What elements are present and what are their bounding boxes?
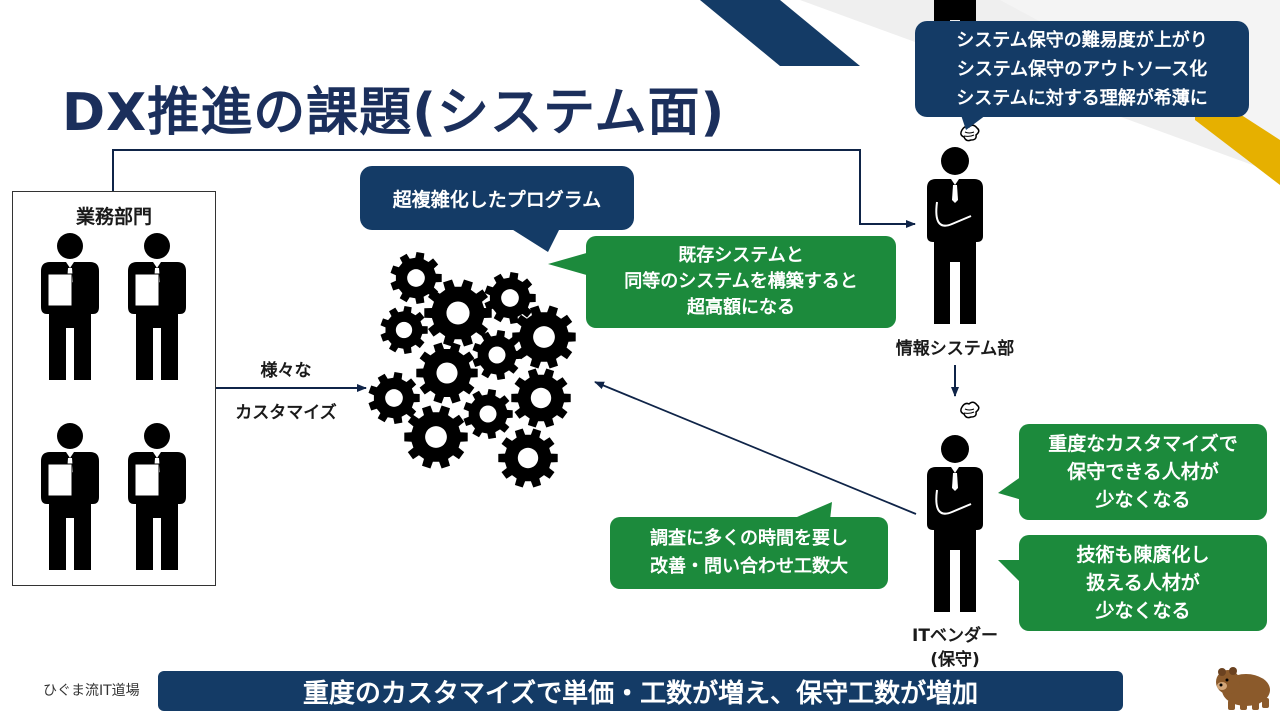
gear-icon bbox=[463, 389, 513, 439]
gear-icon bbox=[390, 252, 442, 304]
gear-icon bbox=[511, 368, 571, 428]
gear-icon bbox=[512, 305, 576, 369]
investigate-bubble: 調査に多くの時間を要し 改善・問い合わせ工数大 bbox=[610, 517, 888, 589]
cost-bubble-line: 同等のシステムを構築すると bbox=[624, 271, 858, 292]
investigate-bubble-line: 改善・問い合わせ工数大 bbox=[650, 556, 848, 577]
gear-icon bbox=[472, 330, 522, 380]
footer-banner: 重度のカスタマイズで単価・工数が増え、保守工数が増加 bbox=[158, 671, 1123, 711]
vendor-label-line1: ITベンダー bbox=[912, 626, 998, 646]
gear-icon bbox=[416, 342, 478, 404]
vendor-bubble2-line: 少なくなる bbox=[1095, 600, 1191, 622]
customize-label-line1: 様々な bbox=[260, 361, 312, 381]
cost-bubble: 既存システムと 同等のシステムを構築すると 超高額になる bbox=[586, 236, 896, 328]
vendor-bubble1-line: 保守できる人材が bbox=[1067, 461, 1219, 483]
is-bubble: システム保守の難易度が上がり システム保守のアウトソース化 システムに対する理解… bbox=[915, 21, 1249, 117]
business-dept-box: 業務部門 bbox=[12, 191, 216, 586]
is-bubble-line: システム保守のアウトソース化 bbox=[956, 58, 1208, 80]
investigate-bubble-line: 調査に多くの時間を要し bbox=[650, 528, 848, 549]
customize-label-line2: カスタマイズ bbox=[235, 403, 337, 423]
vendor-bubble-1: 重度なカスタマイズで 保守できる人材が 少なくなる bbox=[1019, 424, 1267, 520]
thinking-icon bbox=[960, 401, 980, 419]
gear-icon bbox=[498, 428, 558, 488]
vendor-bubble2-line: 技術も陳腐化し bbox=[1076, 544, 1210, 566]
is-dept-label: 情報システム部 bbox=[895, 339, 1015, 359]
footer-banner-text: 重度のカスタマイズで単価・工数が増え、保守工数が増加 bbox=[302, 678, 979, 709]
program-bubble: 超複雑化したプログラム bbox=[360, 166, 634, 230]
vendor-bubble-2: 技術も陳腐化し 扱える人材が 少なくなる bbox=[1019, 535, 1267, 631]
gear-icon bbox=[380, 306, 428, 354]
page-title: DX推進の課題(システム面) bbox=[62, 83, 726, 143]
gear-icon bbox=[484, 272, 536, 324]
program-bubble-text: 超複雑化したプログラム bbox=[392, 188, 602, 211]
is-bubble-line: システム保守の難易度が上がり bbox=[956, 29, 1208, 51]
cost-bubble-line: 既存システムと bbox=[678, 245, 804, 266]
cost-bubble-line: 超高額になる bbox=[687, 297, 795, 318]
is-bubble-line: システムに対する理解が希薄に bbox=[956, 87, 1208, 109]
vendor-bubble1-line: 少なくなる bbox=[1095, 489, 1191, 511]
gear-icon bbox=[404, 405, 468, 469]
footer-logo-text: ひぐま流IT道場 bbox=[43, 683, 140, 699]
vendor-bubble2-line: 扱える人材が bbox=[1086, 572, 1200, 594]
vendor-bubble1-line: 重度なカスタマイズで bbox=[1048, 433, 1238, 455]
business-dept-label: 業務部門 bbox=[75, 206, 152, 228]
gear-icon bbox=[424, 279, 492, 347]
bear-icon bbox=[1216, 667, 1270, 710]
gear-icon bbox=[368, 372, 420, 424]
vendor-label-line2: (保守) bbox=[930, 650, 980, 670]
